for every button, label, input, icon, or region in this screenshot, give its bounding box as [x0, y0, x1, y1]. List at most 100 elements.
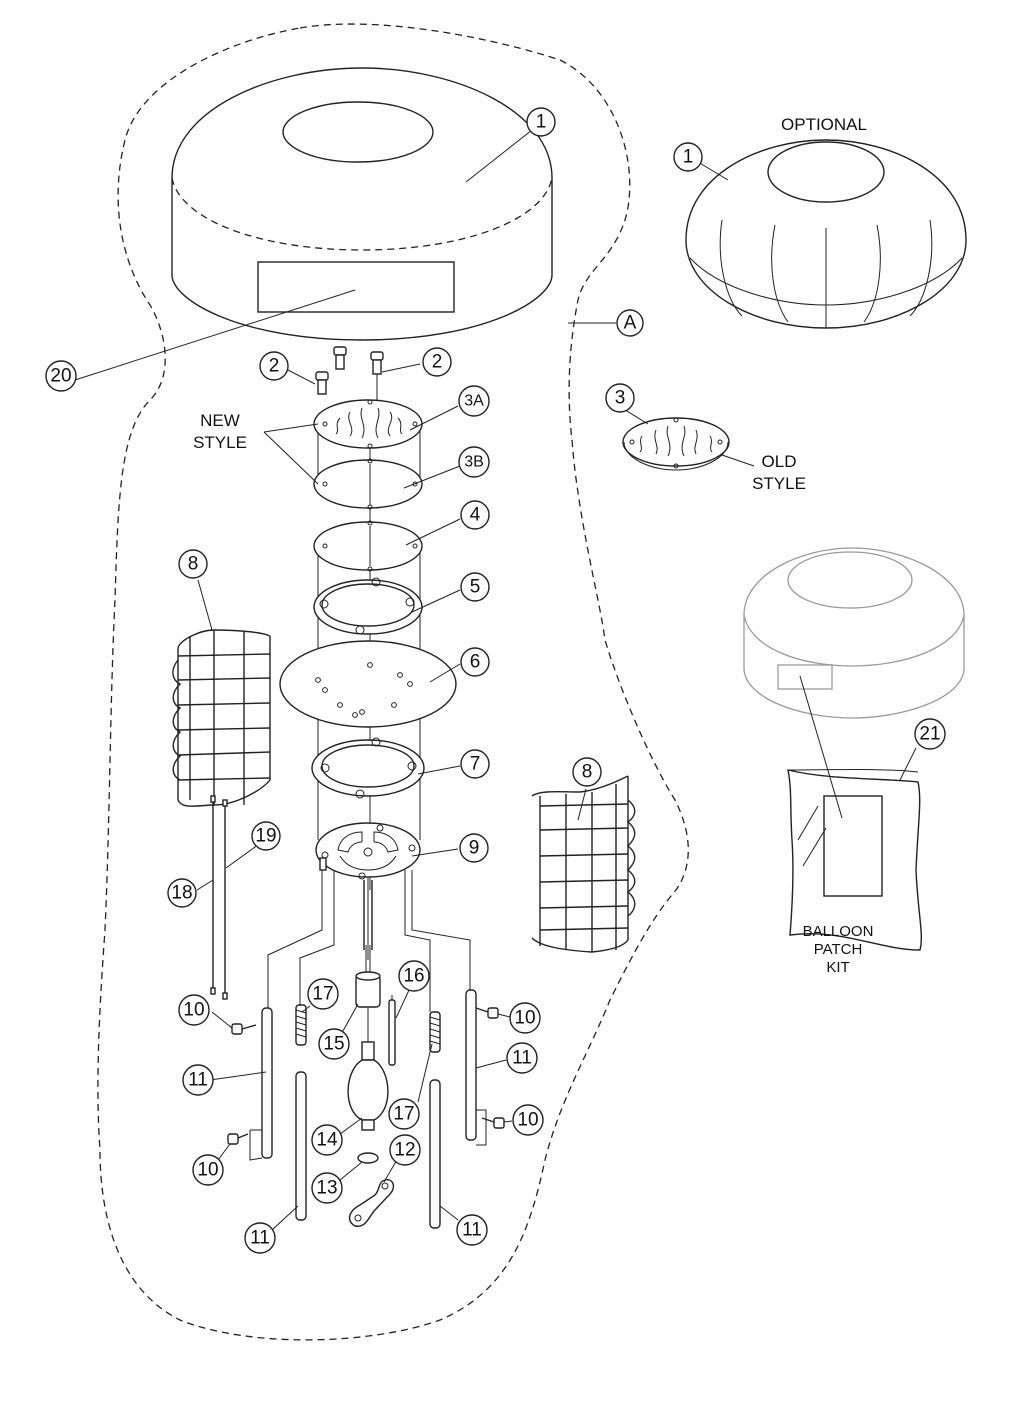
- svg-text:8: 8: [188, 554, 199, 575]
- callout-4: 4: [460, 500, 490, 530]
- callout-2-right: 2: [422, 347, 452, 377]
- callout-10-lr: 10: [512, 1104, 544, 1136]
- callout-a: A: [616, 309, 644, 337]
- svg-text:A: A: [624, 313, 637, 334]
- spring-17-lower: [429, 1011, 441, 1053]
- svg-text:14: 14: [316, 1130, 338, 1151]
- svg-text:6: 6: [470, 652, 481, 673]
- patch-kit-bag: [787, 769, 923, 951]
- svg-text:10: 10: [197, 1160, 218, 1181]
- callout-21: 21: [914, 718, 946, 750]
- callout-3b: 3B: [458, 446, 490, 478]
- ring-5: [313, 577, 423, 635]
- tube-11-ul: [249, 1007, 273, 1161]
- callout-11-lr: 11: [456, 1214, 488, 1246]
- svg-text:16: 16: [403, 966, 424, 987]
- svg-text:18: 18: [171, 883, 192, 904]
- disc-6: [279, 640, 457, 728]
- svg-text:2: 2: [269, 356, 280, 377]
- callout-11-ur: 11: [506, 1042, 538, 1074]
- svg-text:15: 15: [323, 1034, 344, 1055]
- clip-12: [348, 1179, 395, 1227]
- bolt-10-lr: [481, 1117, 505, 1129]
- svg-text:11: 11: [250, 1228, 270, 1249]
- svg-text:10: 10: [183, 1000, 204, 1021]
- callout-10-ll: 10: [192, 1154, 224, 1186]
- plate-4: [313, 520, 423, 572]
- wire-18: [210, 795, 216, 995]
- assembly-a-outline: [97, 23, 689, 1341]
- svg-text:13: 13: [316, 1178, 337, 1199]
- tube-11-ur: [465, 989, 487, 1146]
- svg-text:10: 10: [517, 1110, 538, 1131]
- spring-17-upper: [295, 1004, 307, 1046]
- svg-text:17: 17: [393, 1104, 414, 1125]
- svg-text:3: 3: [615, 388, 626, 409]
- svg-text:10: 10: [514, 1008, 535, 1029]
- top-plate-3a: [313, 399, 423, 449]
- screw-2-right: [370, 351, 384, 375]
- svg-text:1: 1: [683, 147, 694, 168]
- cage-8-right: [531, 775, 636, 953]
- callout-2-left: 2: [259, 351, 289, 381]
- callout-20: 20: [45, 360, 77, 392]
- patch-kit-label-2: PATCH: [814, 941, 863, 958]
- svg-text:8: 8: [582, 762, 593, 783]
- svg-text:20: 20: [50, 366, 71, 387]
- svg-text:1: 1: [536, 112, 547, 133]
- new-style-label-1: NEW: [200, 411, 240, 430]
- svg-text:4: 4: [470, 505, 481, 526]
- svg-text:11: 11: [462, 1220, 482, 1241]
- callout-11-ul: 11: [182, 1064, 214, 1096]
- old-style-label-1: OLD: [762, 452, 797, 471]
- svg-text:11: 11: [188, 1070, 208, 1091]
- optional-balloon: [685, 139, 967, 329]
- patch-kit-label-1: BALLOON: [803, 923, 874, 940]
- washer-13: [357, 1152, 379, 1164]
- svg-text:2: 2: [432, 352, 443, 373]
- tube-11-ll: [295, 1071, 307, 1221]
- svg-text:21: 21: [919, 724, 940, 745]
- wire-19: [222, 799, 228, 1000]
- spacer-16: [388, 995, 396, 1066]
- callout-3a: 3A: [458, 385, 490, 417]
- callout-18: 18: [167, 878, 197, 908]
- svg-text:19: 19: [255, 826, 276, 847]
- callout-1-main: 1: [526, 107, 556, 137]
- base-9: [315, 822, 421, 880]
- tube-11-lr: [429, 1079, 441, 1229]
- callout-6: 6: [460, 647, 490, 677]
- callout-10-ur: 10: [509, 1002, 541, 1034]
- svg-text:7: 7: [470, 754, 481, 775]
- callout-5: 5: [460, 572, 490, 602]
- lamp-14: [347, 1041, 389, 1131]
- ring-7: [311, 737, 425, 799]
- plate-3b: [313, 458, 423, 510]
- callout-14: 14: [311, 1124, 343, 1156]
- svg-text:3B: 3B: [464, 454, 484, 471]
- optional-label: OPTIONAL: [781, 115, 867, 134]
- svg-text:5: 5: [470, 577, 481, 598]
- callout-1-optional: 1: [673, 142, 703, 172]
- patch-kit-balloon: [743, 547, 965, 719]
- callout-7: 7: [460, 749, 490, 779]
- new-style-label-2: STYLE: [193, 433, 247, 452]
- callout-9: 9: [459, 833, 489, 863]
- callout-13: 13: [311, 1172, 343, 1204]
- callout-3: 3: [605, 383, 635, 413]
- callout-10-ul: 10: [178, 994, 210, 1026]
- screw-2-left: [315, 371, 329, 395]
- bolt-10-ul: [231, 1023, 257, 1035]
- svg-text:9: 9: [469, 838, 480, 859]
- bolt-10-ur: [475, 1007, 499, 1019]
- svg-text:3A: 3A: [464, 393, 484, 410]
- callout-15: 15: [318, 1028, 350, 1060]
- callout-19: 19: [251, 821, 281, 851]
- old-style-label-2: STYLE: [752, 474, 806, 493]
- callout-12: 12: [389, 1134, 421, 1166]
- patch-kit-label-3: KIT: [826, 959, 849, 976]
- balloon-cylinder: [171, 67, 553, 341]
- screw-2-mid: [333, 346, 347, 370]
